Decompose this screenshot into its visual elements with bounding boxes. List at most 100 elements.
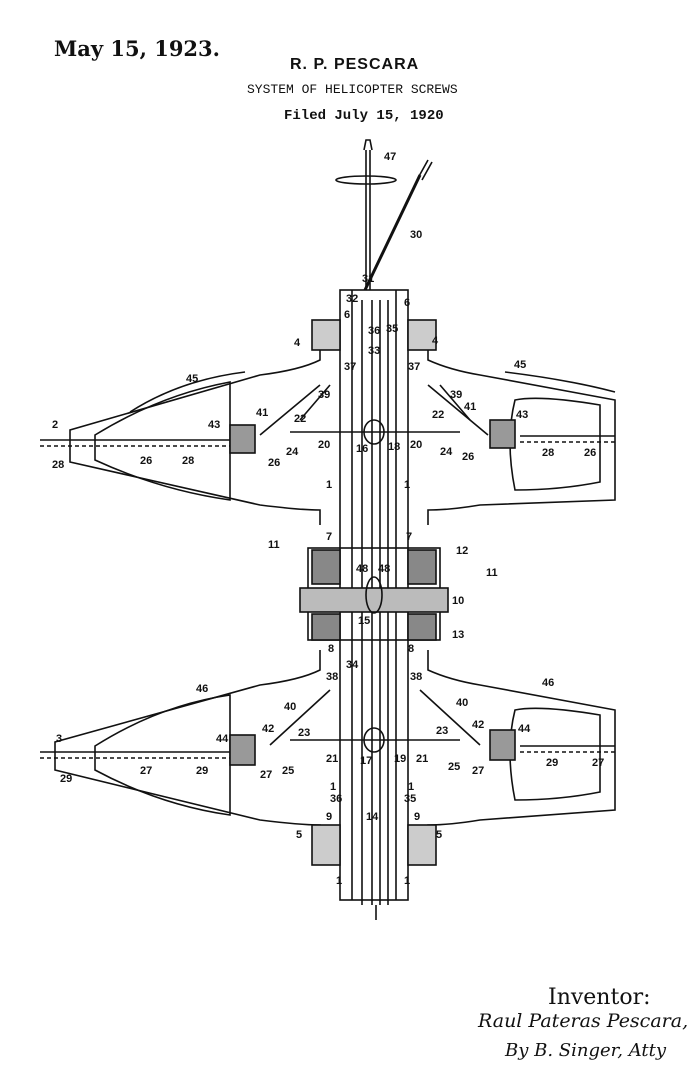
- center-bearing: [299, 547, 449, 641]
- control-wheel: [335, 139, 397, 290]
- reference-numeral: 1: [336, 875, 342, 887]
- reference-numeral: 46: [196, 683, 208, 695]
- reference-numeral: 34: [346, 659, 359, 671]
- reference-numeral: 4: [432, 335, 439, 347]
- reference-numeral: 29: [546, 757, 558, 769]
- reference-numeral: 27: [592, 757, 604, 769]
- reference-numeral: 35: [404, 793, 416, 805]
- reference-numeral: 9: [326, 811, 332, 823]
- reference-numeral: 11: [486, 567, 498, 579]
- reference-numeral: 27: [140, 765, 152, 777]
- reference-numeral: 26: [462, 451, 474, 463]
- control-lever: [363, 159, 433, 291]
- reference-numeral: 48: [378, 563, 390, 575]
- reference-numeral: 43: [208, 419, 220, 431]
- filed-date: Filed July 15, 1920: [284, 108, 444, 124]
- reference-numeral: 40: [456, 697, 468, 709]
- reference-numeral: 47: [384, 151, 396, 163]
- reference-numeral: 22: [432, 409, 444, 421]
- reference-numeral: 40: [284, 701, 296, 713]
- reference-numeral: 27: [472, 765, 484, 777]
- reference-numeral: 35: [386, 323, 398, 335]
- reference-numeral: 7: [326, 531, 332, 543]
- reference-numeral: 12: [456, 545, 468, 557]
- reference-numeral: 20: [318, 439, 330, 451]
- reference-numeral: 28: [182, 455, 194, 467]
- reference-numeral: 14: [366, 811, 379, 823]
- reference-numeral: 44: [518, 723, 531, 735]
- reference-numeral: 3: [56, 733, 62, 745]
- reference-numeral: 1: [408, 781, 414, 793]
- reference-numeral: 42: [262, 723, 274, 735]
- reference-numeral: 4: [294, 337, 301, 349]
- reference-numeral: 18: [388, 441, 400, 453]
- reference-numeral: 41: [256, 407, 268, 419]
- reference-numeral: 9: [414, 811, 420, 823]
- reference-numeral: 17: [360, 755, 372, 767]
- reference-numeral: 37: [344, 361, 356, 373]
- reference-numeral: 45: [186, 373, 198, 385]
- reference-numeral: 16: [356, 443, 368, 455]
- reference-numeral: 21: [416, 753, 428, 765]
- reference-numeral: 8: [408, 643, 414, 655]
- reference-numeral: 6: [404, 297, 410, 309]
- patent-title: SYSTEM OF HELICOPTER SCREWS: [247, 82, 458, 97]
- reference-numeral: 1: [330, 781, 336, 793]
- inventor-signature: Raul Pateras Pescara,: [478, 1010, 689, 1032]
- reference-numeral: 25: [282, 765, 294, 777]
- reference-numeral: 1: [404, 479, 410, 491]
- reference-numeral: 5: [436, 829, 442, 841]
- reference-numeral: 22: [294, 413, 306, 425]
- reference-numeral: 43: [516, 409, 528, 421]
- reference-numeral: 20: [410, 439, 422, 451]
- issue-date: May 15, 1923.: [54, 36, 220, 61]
- lower-rotor-hub: [40, 650, 616, 866]
- reference-numeral: 24: [286, 446, 299, 458]
- reference-numeral: 13: [452, 629, 464, 641]
- reference-numeral: 26: [584, 447, 596, 459]
- reference-numeral: 29: [196, 765, 208, 777]
- reference-numeral: 39: [450, 389, 462, 401]
- reference-numeral: 28: [52, 459, 64, 471]
- reference-numeral: 45: [514, 359, 526, 371]
- reference-numeral: 37: [408, 361, 420, 373]
- reference-numeral: 2: [52, 419, 58, 431]
- reference-numeral: 7: [406, 531, 412, 543]
- reference-numeral: 30: [410, 229, 422, 241]
- reference-numeral: 21: [326, 753, 338, 765]
- attorney-signature: By B. Singer, Atty: [505, 1040, 667, 1061]
- reference-numeral: 31: [362, 273, 374, 285]
- reference-numeral: 1: [404, 875, 410, 887]
- reference-numeral: 25: [448, 761, 460, 773]
- reference-numeral: 15: [358, 615, 370, 627]
- reference-numeral: 44: [216, 733, 229, 745]
- reference-numeral: 6: [344, 309, 350, 321]
- reference-numeral: 29: [60, 773, 72, 785]
- reference-numeral: 27: [260, 769, 272, 781]
- upper-rotor-hub: [40, 319, 616, 525]
- reference-numeral: 48: [356, 563, 368, 575]
- reference-numeral: 33: [368, 345, 380, 357]
- reference-numeral: 24: [440, 446, 453, 458]
- reference-numeral: 23: [436, 725, 448, 737]
- reference-numeral: 1: [326, 479, 332, 491]
- reference-numeral: 41: [464, 401, 476, 413]
- reference-numeral: 26: [140, 455, 152, 467]
- reference-numeral: 10: [452, 595, 464, 607]
- reference-numeral: 5: [296, 829, 302, 841]
- reference-numeral: 11: [268, 539, 280, 551]
- inventor-name: R. P. PESCARA: [290, 56, 420, 73]
- reference-numeral: 23: [298, 727, 310, 739]
- reference-numeral: 26: [268, 457, 280, 469]
- reference-numeral: 36: [330, 793, 342, 805]
- reference-numeral: 38: [326, 671, 338, 683]
- reference-numeral: 38: [410, 671, 422, 683]
- reference-numeral: 39: [318, 389, 330, 401]
- reference-numeral: 8: [328, 643, 334, 655]
- reference-numeral: 46: [542, 677, 554, 689]
- reference-numeral: 36: [368, 325, 380, 337]
- reference-numeral: 28: [542, 447, 554, 459]
- reference-numeral: 32: [346, 293, 358, 305]
- reference-numeral: 42: [472, 719, 484, 731]
